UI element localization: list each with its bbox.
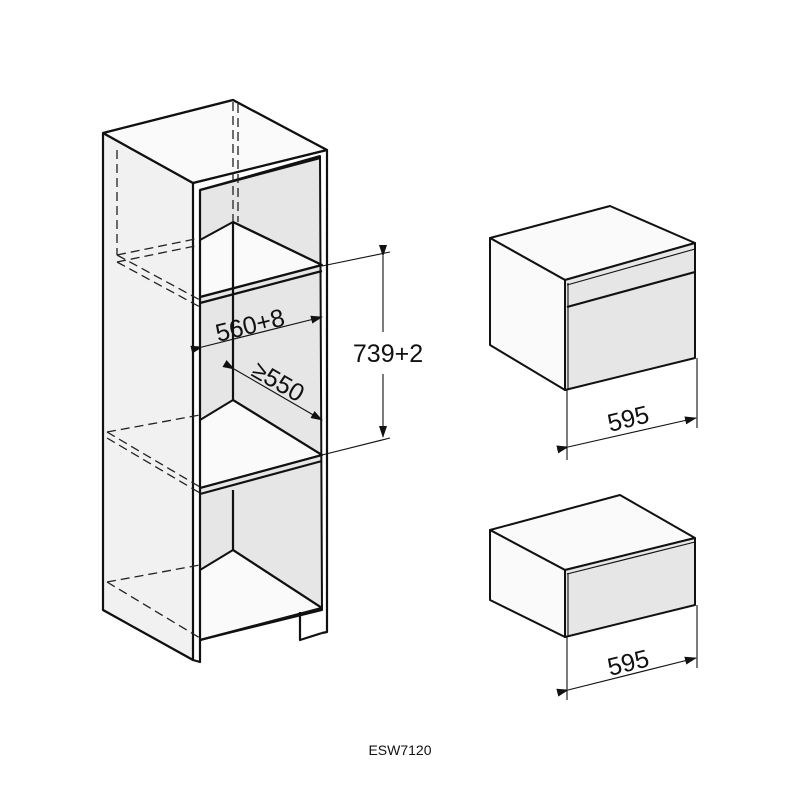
shelf-side: [232, 221, 323, 266]
width-dimension-arrow: [190, 315, 323, 354]
width-dimension-arrow: [556, 416, 697, 454]
hidden-edge: [106, 437, 201, 494]
appliance-top-width-label: 595: [605, 401, 652, 438]
shelf-front: [199, 606, 323, 642]
niche-height-label: 739+2: [353, 340, 423, 368]
right-plinth: [298, 612, 323, 642]
width-dimension-arrow: [556, 656, 697, 697]
control-panel-divider: [566, 270, 696, 309]
drawer-front-panel: [564, 537, 696, 638]
hidden-edge: [106, 414, 201, 433]
shelf-front: [199, 263, 323, 299]
hidden-edge: [116, 261, 201, 308]
cabinet-right-edge: [321, 150, 329, 635]
shelf-side: [232, 549, 323, 609]
hidden-edge: [116, 254, 201, 301]
appliance-top: 595: [489, 205, 698, 460]
front-frame-top: [199, 156, 321, 192]
cabinet-top-edge: [102, 98, 329, 185]
appliance-bottom-width-label: 595: [605, 645, 652, 682]
hidden-edge: [116, 237, 201, 256]
left-plinth: [192, 640, 202, 664]
hidden-edge: [106, 564, 201, 583]
depth-dimension-arrow: [222, 360, 323, 421]
appliance-bottom: 595: [489, 494, 698, 700]
shelf-front: [199, 453, 323, 490]
hidden-edge: [106, 581, 201, 639]
extension-line: [321, 437, 391, 456]
drawer-bezel: [566, 541, 696, 575]
shelf-front: [199, 269, 323, 305]
model-caption: ESW7120: [368, 742, 431, 758]
shelf-front: [199, 459, 323, 496]
hidden-edge: [116, 244, 201, 263]
extension-line: [321, 251, 391, 267]
front-bezel: [566, 248, 696, 286]
hidden-edge: [106, 431, 201, 488]
